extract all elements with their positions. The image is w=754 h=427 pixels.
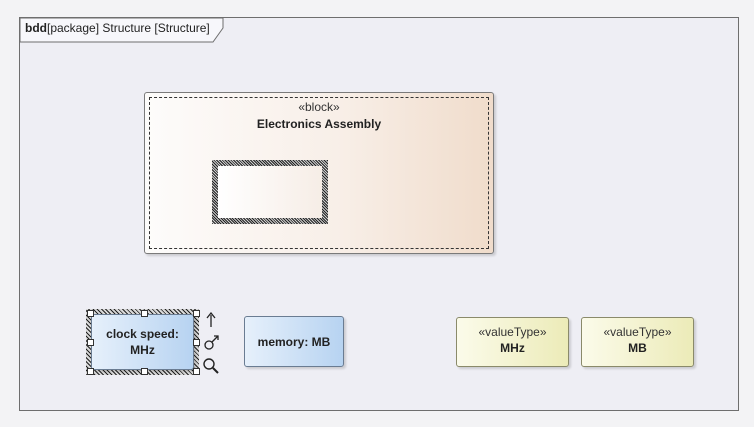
magnifier-icon[interactable] xyxy=(202,357,220,375)
property-clock-speed-line1: clock speed: xyxy=(106,327,179,341)
resize-handle-ne[interactable] xyxy=(193,310,200,317)
frame-tab xyxy=(20,18,224,43)
valuetype-mb[interactable]: «valueType» MB xyxy=(581,317,694,367)
resize-handle-w[interactable] xyxy=(87,339,94,346)
frame-title-text: [package] Structure [Structure] xyxy=(47,21,210,35)
block-stereotype: «block» xyxy=(298,100,340,114)
block-compartment-border xyxy=(149,97,489,249)
resize-handle-nw[interactable] xyxy=(87,310,94,317)
valuetype-mhz-stereotype: «valueType» xyxy=(478,325,547,339)
block-inner-part[interactable] xyxy=(212,160,328,224)
resize-handle-n[interactable] xyxy=(141,310,148,317)
property-clock-speed-line2: MHz xyxy=(130,343,155,357)
valuetype-mhz-name: MHz xyxy=(500,341,525,355)
arrow-up-icon[interactable] xyxy=(203,312,219,328)
valuetype-mb-name: MB xyxy=(628,341,647,355)
valuetype-mb-stereotype: «valueType» xyxy=(603,325,672,339)
frame-kind: bdd xyxy=(25,21,47,35)
connector-icon[interactable] xyxy=(202,334,220,352)
valuetype-mhz[interactable]: «valueType» MHz xyxy=(456,317,569,367)
resize-handle-sw[interactable] xyxy=(87,368,94,375)
block-name: Electronics Assembly xyxy=(256,117,382,131)
property-memory-label: memory: MB xyxy=(257,334,331,349)
resize-handle-se[interactable] xyxy=(193,368,200,375)
resize-handle-e[interactable] xyxy=(193,339,200,346)
property-memory[interactable]: memory: MB xyxy=(244,316,344,367)
property-clock-speed[interactable]: clock speed: MHz xyxy=(91,314,194,370)
frame-title: bdd[package] Structure [Structure] xyxy=(25,21,210,35)
block-electronics-assembly[interactable]: «block» Electronics Assembly xyxy=(144,92,494,254)
resize-handle-s[interactable] xyxy=(141,368,148,375)
